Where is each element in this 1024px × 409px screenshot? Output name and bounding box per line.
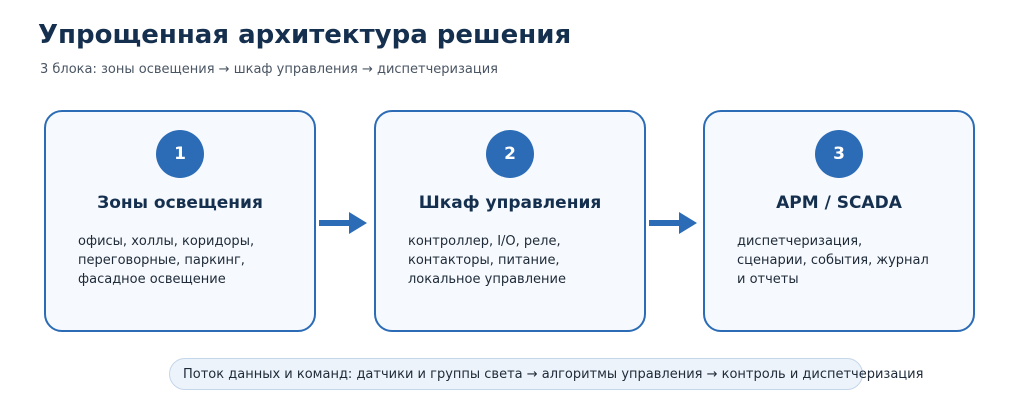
description-line: фасадное освещение — [78, 272, 226, 287]
description-line: контроллер, I/O, реле, — [408, 234, 561, 249]
arrow-right-icon — [319, 212, 367, 234]
arrow-right-icon — [649, 212, 697, 234]
step-number-badge: 2 — [486, 130, 534, 178]
page-title: Упрощенная архитектура решения — [38, 20, 572, 50]
description-line: переговорные, паркинг, — [78, 253, 245, 268]
data-flow-note: Поток данных и команд: датчики и группы … — [169, 358, 923, 390]
page-subtitle: 3 блока: зоны освещения → шкаф управлени… — [40, 62, 499, 77]
description-line: офисы, холлы, коридоры, — [78, 234, 255, 249]
description-line: диспетчеризация, — [737, 234, 863, 249]
block-control-cabinet: 2 Шкаф управления контроллер, I/O, реле,… — [374, 110, 646, 332]
description-line: сценарии, события, журнал — [737, 253, 929, 268]
description-line: и отчеты — [737, 272, 799, 287]
data-flow-note-text: Поток данных и команд: датчики и группы … — [183, 367, 924, 382]
step-number-badge: 3 — [815, 130, 863, 178]
block-title: АРМ / SCADA — [776, 193, 902, 213]
block-description: контроллер, I/O, реле, контакторы, питан… — [408, 232, 632, 289]
description-line: локальное управление — [408, 272, 566, 287]
block-description: диспетчеризация, сценарии, события, журн… — [737, 232, 961, 289]
description-line: контакторы, питание, — [408, 253, 560, 268]
block-description: офисы, холлы, коридоры, переговорные, па… — [78, 232, 302, 289]
block-lighting-zones: 1 Зоны освещения офисы, холлы, коридоры,… — [44, 110, 316, 332]
block-title: Шкаф управления — [418, 193, 602, 213]
block-title: Зоны освещения — [97, 193, 263, 213]
step-number-badge: 1 — [156, 130, 204, 178]
block-arm-scada: 3 АРМ / SCADA диспетчеризация, сценарии,… — [703, 110, 975, 332]
